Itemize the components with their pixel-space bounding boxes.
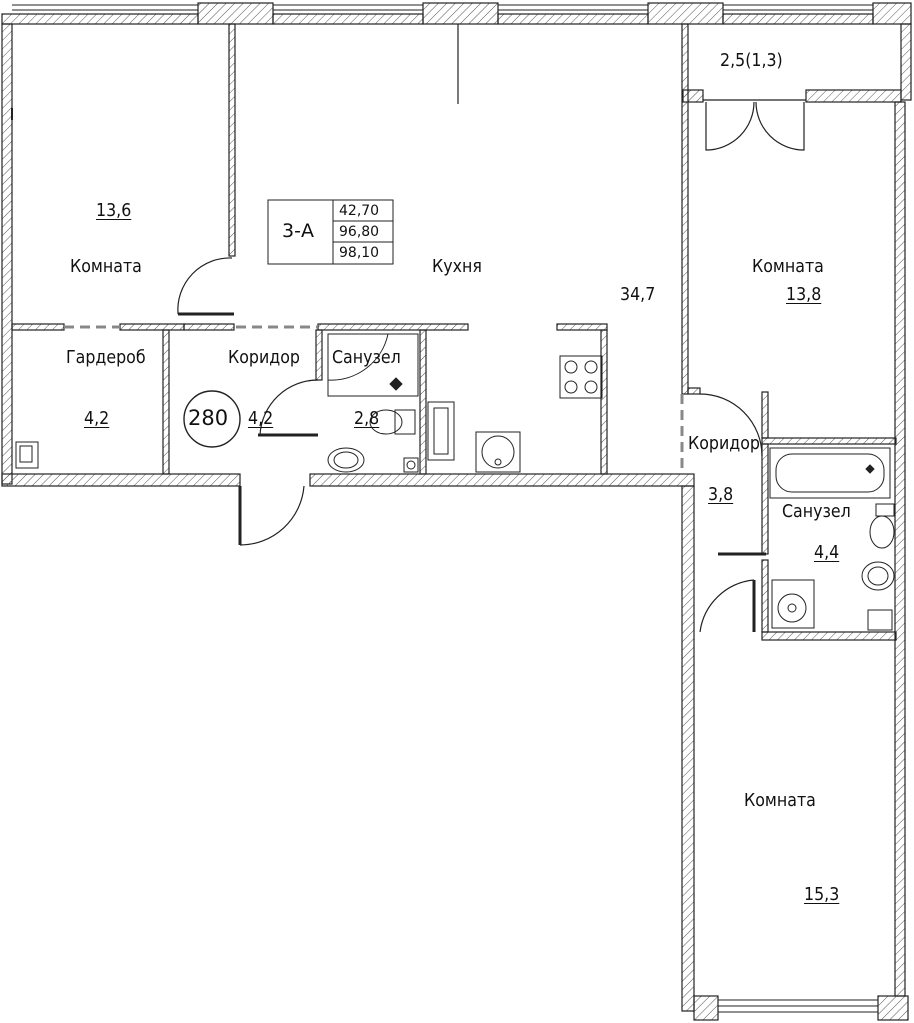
room-bottom-right-name: Комната [744, 790, 816, 811]
fixtures [15, 333, 895, 631]
windows [12, 4, 878, 1013]
bathroom-small-name: Санузел [332, 347, 401, 368]
bathroom-large-area: 4,4 [814, 542, 840, 563]
room-top-right-name: Комната [752, 256, 824, 277]
room-bottom-right-area: 15,3 [804, 884, 840, 905]
dashed-openings [64, 325, 684, 474]
room-top-right-area: 13,8 [786, 284, 822, 305]
apartment-number: 280 [188, 406, 229, 430]
corridor-left-name: Коридор [228, 347, 300, 368]
area-total: 96,80 [339, 224, 380, 240]
room-left-area: 13,6 [96, 200, 132, 221]
bathroom-large-name: Санузел [782, 501, 851, 522]
kitchen-area: 34,7 [620, 284, 656, 305]
balcony-area: 2,5(1,3) [720, 50, 783, 71]
apartment-type-label: 3-А [282, 220, 314, 242]
kitchen-name: Кухня [432, 256, 482, 277]
bathroom-small-area: 2,8 [354, 408, 380, 429]
wardrobe-name: Гардероб [66, 347, 146, 368]
apartment-number-circle [183, 390, 241, 448]
area-total-balcony: 98,10 [339, 245, 380, 261]
areas-table-frame [267, 199, 394, 265]
wardrobe-area: 4,2 [84, 408, 110, 429]
corridor-right-name: Коридор [688, 433, 760, 454]
doors [177, 24, 806, 633]
area-living: 42,70 [339, 203, 380, 219]
corridor-right-area: 3,8 [708, 484, 734, 505]
corridor-left-area: 4,2 [248, 408, 274, 429]
room-left-name: Комната [70, 256, 142, 277]
interior-walls [11, 23, 897, 641]
